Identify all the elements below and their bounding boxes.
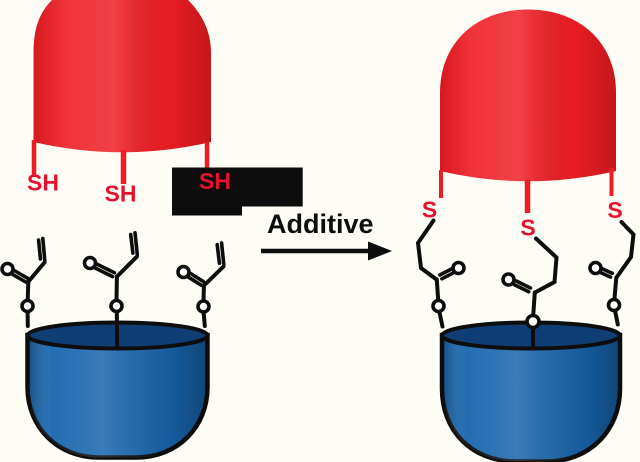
thiol-label-3: SH — [199, 168, 231, 194]
right-dome-shading — [440, 9, 616, 182]
arrow-label: Additive — [267, 209, 374, 239]
thioether-chain-1 — [415, 218, 466, 329]
right-cup-shading — [442, 335, 620, 462]
chain-bonds — [415, 218, 439, 282]
acrylate-groups — [0, 231, 226, 349]
oxygen-atom-icon — [109, 298, 124, 314]
bond — [201, 310, 207, 328]
bond — [26, 260, 47, 284]
carbonyl-double-bond — [512, 279, 533, 294]
thioether-chain-3 — [588, 220, 636, 327]
bond — [613, 308, 620, 327]
oxygen-atom-icon — [82, 255, 98, 271]
chain-bonds — [614, 220, 636, 280]
thiol-label-1: SH — [27, 170, 59, 196]
vinyl-double-bond — [215, 241, 226, 267]
left-dome-shading — [33, 0, 211, 153]
thioether-chain-2 — [501, 236, 559, 349]
sulfide-label-1: S — [422, 197, 437, 223]
oxygen-atom-icon — [451, 260, 466, 276]
oxygen-atom-icon — [606, 297, 622, 313]
bond — [202, 264, 226, 288]
oxygen-atom-icon — [20, 298, 35, 314]
right-sulfide-dome — [439, 9, 616, 213]
sulfide-label-3: S — [607, 197, 622, 223]
oxygen-atom-icon — [176, 264, 191, 280]
left-cup-shading — [27, 335, 208, 458]
right-cup — [439, 320, 623, 462]
bond — [434, 277, 441, 303]
oxygen-atom-icon — [588, 260, 603, 276]
bond — [531, 290, 537, 318]
left-thiol-dome — [31, 0, 211, 184]
acrylate-group-3 — [176, 241, 226, 328]
thiol-label-2: SH — [105, 181, 137, 207]
acrylate-group-1 — [0, 236, 47, 328]
oxygen-atom-icon — [525, 313, 541, 330]
bond — [115, 254, 139, 279]
bond — [25, 279, 31, 303]
bond — [437, 309, 445, 329]
chain-bonds — [533, 236, 559, 295]
thioether-chains — [415, 218, 636, 349]
arrow-head-icon — [368, 241, 392, 261]
oxygen-atom-icon — [196, 299, 211, 314]
redacted-box — [172, 167, 303, 216]
carbonyl-double-bond — [9, 268, 30, 284]
acrylate-group-2 — [82, 231, 140, 349]
carbonyl-double-bond — [598, 266, 615, 279]
carbonyl-double-bond — [438, 266, 458, 281]
oxygen-atom-icon — [431, 298, 446, 314]
oxygen-atom-icon — [0, 261, 15, 277]
bond — [612, 275, 619, 302]
vinyl-double-bond — [128, 231, 140, 257]
carbonyl-double-bond — [92, 262, 117, 279]
reaction-arrow: Additive — [261, 209, 392, 261]
vinyl-double-bond — [36, 236, 47, 263]
carbonyl-double-bond — [185, 271, 206, 288]
sulfide-label-2: S — [520, 215, 535, 241]
oxygen-atom-icon — [501, 272, 516, 287]
